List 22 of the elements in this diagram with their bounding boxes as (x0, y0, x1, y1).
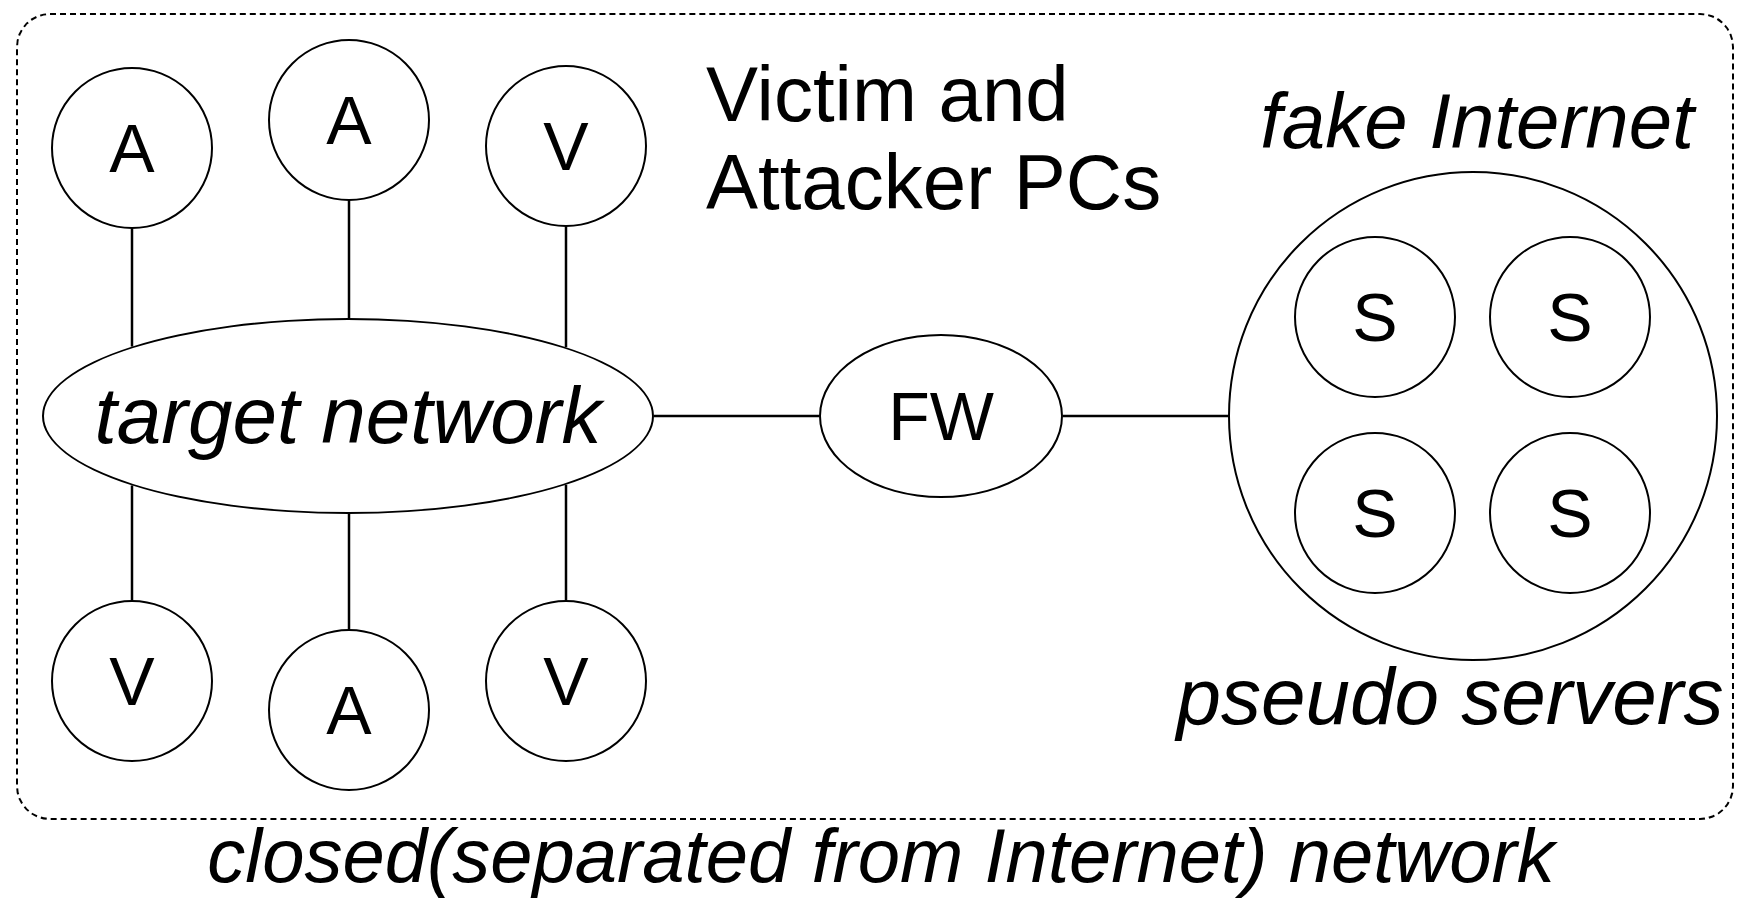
connector-line (130, 485, 134, 600)
network-ellipse: target network (42, 318, 654, 514)
node-circle: S (1489, 432, 1651, 594)
group-label: Victim and Attacker PCs (706, 50, 1163, 227)
node-circle: V (485, 65, 647, 227)
node-circle: S (1489, 236, 1651, 398)
connector-line (130, 229, 134, 347)
node-circle: A (268, 39, 430, 201)
connector-line (1063, 414, 1228, 418)
node-circle: V (51, 600, 213, 762)
network-ellipse: FW (819, 334, 1063, 498)
connector-line (654, 414, 819, 418)
node-title: pseudo servers (1176, 653, 1724, 741)
node-circle: V (485, 600, 647, 762)
connector-line (564, 227, 568, 348)
connector-line (347, 514, 351, 629)
node-circle: S (1294, 236, 1456, 398)
node-circle: A (268, 629, 430, 791)
node-circle: A (51, 67, 213, 229)
node-circle: S (1294, 432, 1456, 594)
connector-line (564, 484, 568, 600)
connector-line (347, 201, 351, 318)
